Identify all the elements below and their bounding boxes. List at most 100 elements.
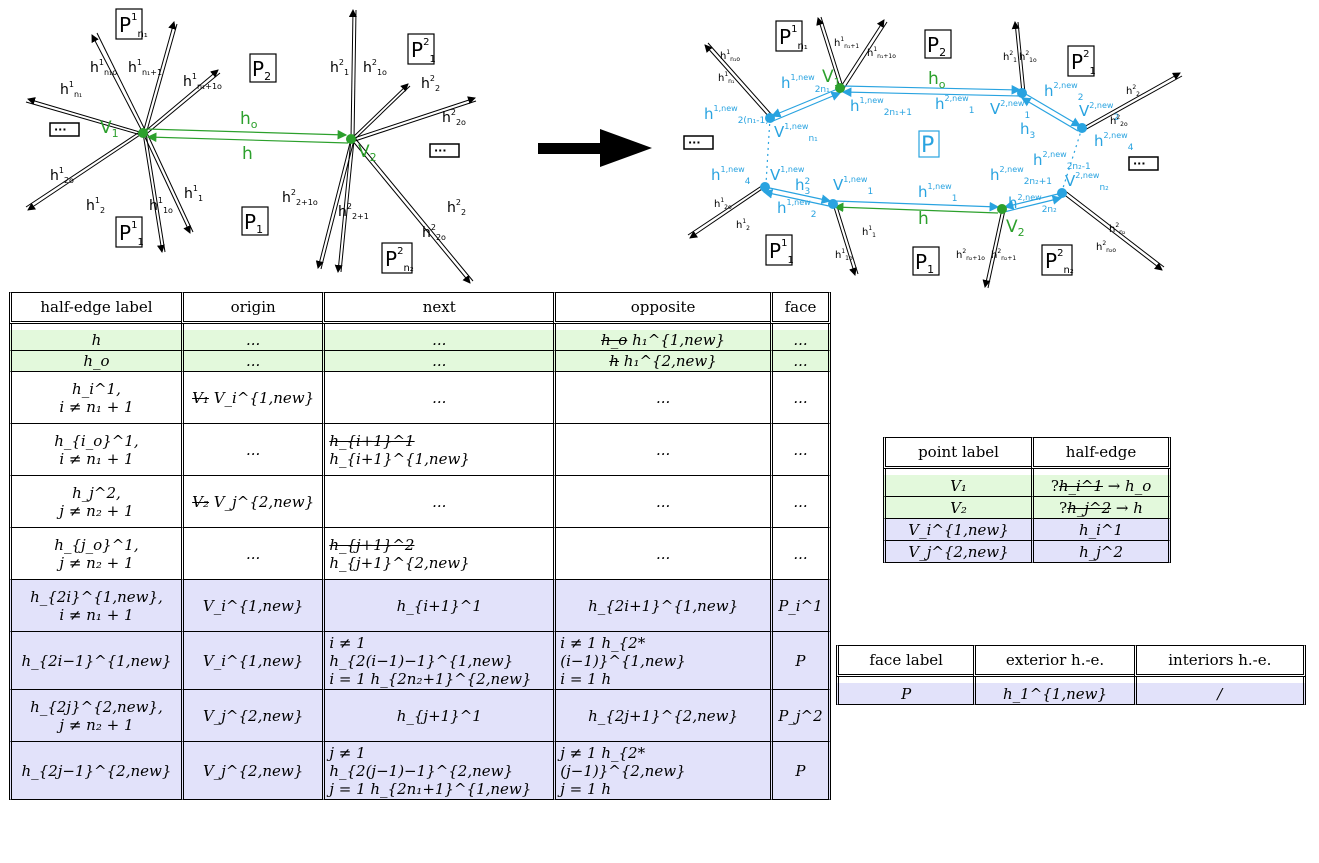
half-edge-condition: i ≠ n₁ + 1 [59,605,134,624]
cell-point-label: V_i^{1,new} [883,519,1032,541]
cell-half-edge-label: h_{2j−1}^{2,new} [9,742,181,800]
svg-text:h2,new2: h2,new2 [1044,81,1083,103]
svg-text:h22: h22 [421,74,440,93]
half-edge-label-text: h [91,331,102,349]
cell-opposite-value: h_{2i+1}^{1,new} [588,596,739,615]
svg-text:···: ··· [54,123,67,136]
half-edge-label-text: h_i^1, [72,379,121,398]
svg-text:h21: h21 [330,58,349,77]
svg-text:h1,new1: h1,new1 [918,182,957,204]
cell-opposite-value: ... [655,388,671,407]
right-hh-edges [834,200,1000,212]
svg-text:h1n₁o: h1n₁o [720,49,740,63]
cell-next: ... [322,476,554,528]
svg-text:h21o: h21o [363,58,387,77]
point-label-text: V_j^{2,new} [908,542,1009,561]
svg-text:h1,new2(n₁-1): h1,new2(n₁-1) [704,104,769,126]
svg-text:h12: h12 [736,218,750,232]
cell-next-value: h_{i+1}^{1,new} [329,449,470,468]
half-edge-table-body: h......h_o h₁^{1,new}...h_o......h h₁^{2… [9,330,831,800]
vertex-v1-label: V1 [100,118,119,140]
half-edge-condition: i ≠ n₁ + 1 [59,449,134,468]
cell-origin-value: ... [245,331,261,349]
cell-origin-value: V_i^{1,new} [213,388,315,407]
svg-text:h22: h22 [447,198,466,217]
cell-half-edge-label: h_{2j}^{2,new},j ≠ n₂ + 1 [9,690,181,742]
cell-opposite-value: j ≠ 1 h_{2*(j−1)}^{2,new} [560,743,686,780]
cell-next-value: h_{j+1}^1 [396,706,482,725]
svg-text:P11: P11 [119,220,144,248]
svg-text:h1n₁+1: h1n₁+1 [128,58,162,77]
left-diagram: V1 V2 ho h P1n₁ P2 P21 P11 P1 P2n₂ ··· ·… [25,8,477,284]
svg-text:P2n₂: P2n₂ [1045,248,1074,276]
col-exterior: exterior h.-e. [973,645,1134,677]
point-unknown-mark: ? [1050,476,1059,495]
svg-text:···: ··· [688,136,701,149]
svg-text:h11: h11 [862,225,876,239]
cell-opposite-strike: h [609,352,620,370]
cell-origin-strike: V₂ [192,492,209,511]
svg-text:h2,new2n₂+1: h2,new2n₂+1 [990,165,1052,187]
svg-text:···: ··· [434,144,447,157]
svg-text:P1n₁: P1n₁ [119,12,148,40]
cell-next: i ≠ 1 h_{2(i−1)−1}^{1,new}i = 1 h_{2n₂+1… [322,632,554,690]
cell-point-half-edge: h_j^2 [1031,541,1171,563]
svg-text:h2,new2n₂-1: h2,new2n₂-1 [1033,150,1091,172]
cell-origin: ... [180,351,323,372]
cell-next: ... [322,372,554,424]
col-face-label: face label [836,645,974,677]
cell-face: P [769,632,831,690]
point-old-half-edge: h_i^1 [1058,476,1103,495]
cell-origin-value: V_j^{2,new} [213,492,315,511]
svg-text:h22+1o: h22+1o [282,188,318,207]
right-vertices [760,83,1087,214]
cell-next: h_{j+1}^1 [322,690,554,742]
svg-text:ho: ho [928,69,946,91]
cell-point-label: V_j^{2,new} [883,541,1032,563]
svg-text:h3: h3 [1020,120,1035,141]
svg-text:V2,new1: V2,new1 [990,99,1030,121]
half-edge-label-text: h_{2i−1}^{1,new} [21,651,172,670]
svg-text:h1n₁: h1n₁ [718,71,735,85]
cell-next-strike: h_{i+1}^1 [329,431,415,450]
svg-text:h1,new2: h1,new2 [777,198,816,220]
svg-text:h2n₂o: h2n₂o [1096,240,1116,254]
svg-text:P2: P2 [252,57,271,83]
point-label-text: V_i^{1,new} [908,520,1009,539]
col-face: face [769,292,831,324]
svg-text:h2n₂: h2n₂ [1109,222,1126,236]
cell-origin: ... [180,330,323,351]
svg-text:h11: h11 [184,184,203,203]
half-edge-condition: j ≠ n₂ + 1 [59,715,134,734]
point-half-edge-value: h_i^1 [1078,520,1124,539]
cell-face: ... [769,351,831,372]
left-fan-v1 [25,21,221,253]
point-label-text: V₁ [950,476,967,495]
center-face-box [918,130,940,158]
center-face-label: P [921,133,934,158]
cell-face: P_j^2 [769,690,831,742]
cell-opposite-strike: h_o [601,331,628,349]
cell-half-edge-label: h_{2i−1}^{1,new} [9,632,181,690]
half-edge-table-header: half-edge label origin next opposite fac… [9,292,831,324]
cell-opposite: h_{2i+1}^{1,new} [553,580,770,632]
cell-opposite-value: ... [655,544,671,563]
cell-face-value: P_i^1 [778,596,823,615]
cell-next: h_{j+1}^2 h_{j+1}^{2,new} [322,528,554,580]
svg-text:V1,new1: V1,new1 [833,175,873,197]
half-edge-label-text: h_{2j−1}^{2,new} [21,761,172,780]
cell-opposite: ... [553,476,770,528]
edge-ho-label: ho [240,109,258,131]
svg-text:h2n₂+1: h2n₂+1 [991,248,1016,262]
cell-next: ... [322,330,554,351]
half-edge-label-text: h_{2j}^{2,new}, [30,697,163,716]
cell-face: ... [769,330,831,351]
point-row: V_j^{2,new} h_j^2 [883,541,1171,563]
